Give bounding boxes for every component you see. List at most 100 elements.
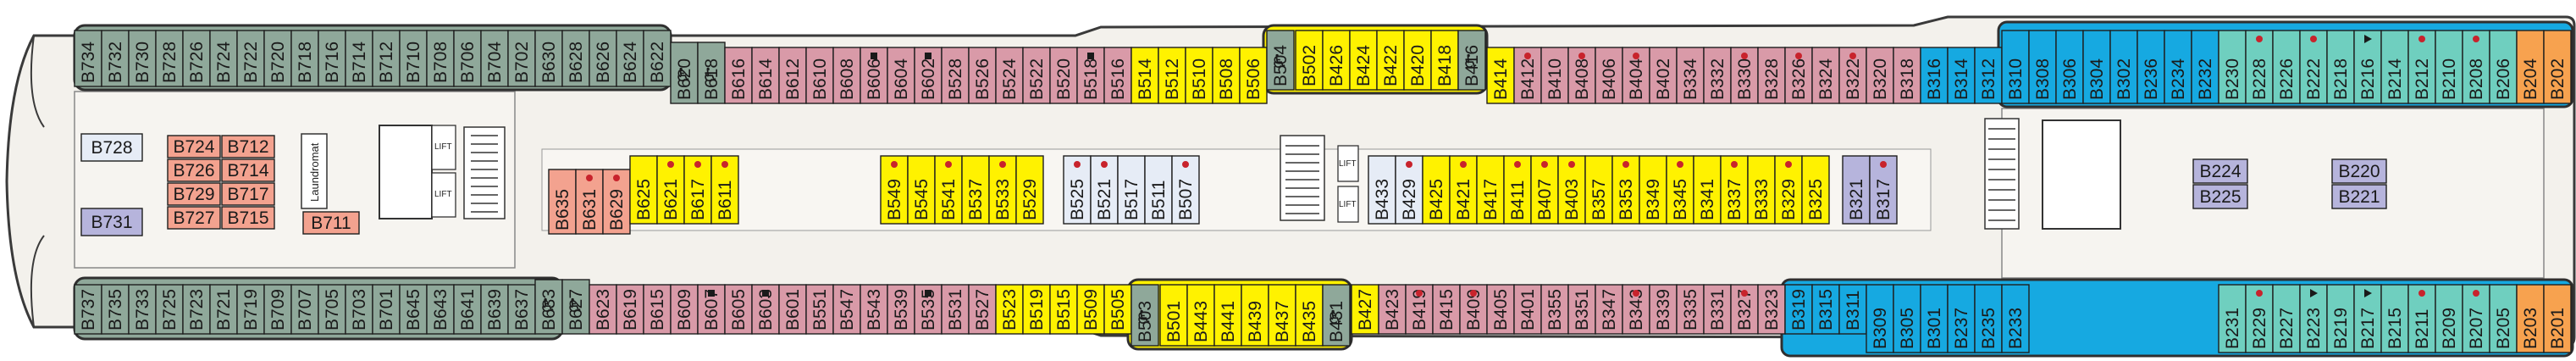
cabin-b421[interactable]: B421: [1449, 155, 1478, 225]
cabin-b326[interactable]: B326: [1784, 47, 1813, 104]
cabin-b631[interactable]: B631: [575, 169, 604, 235]
cabin-b539[interactable]: B539: [887, 284, 915, 335]
cabin-b506[interactable]: B506: [1239, 47, 1268, 104]
cabin-b528[interactable]: B528: [941, 47, 970, 104]
cabin-b523[interactable]: B523: [995, 284, 1024, 335]
cabin-b416[interactable]: B416♿: [1457, 30, 1486, 91]
cabin-b618[interactable]: B618♿: [697, 42, 726, 104]
cabin-b311[interactable]: B311: [1838, 284, 1867, 335]
cabin-b715[interactable]: B715: [221, 206, 275, 230]
cabin-b728[interactable]: B728: [155, 30, 184, 87]
cabin-b206[interactable]: B206: [2489, 30, 2518, 104]
cabin-b203[interactable]: B203: [2516, 284, 2545, 353]
cabin-b730[interactable]: B730: [128, 30, 157, 87]
cabin-b629[interactable]: B629: [602, 169, 631, 235]
cabin-b603[interactable]: B603: [751, 284, 780, 335]
cabin-b541[interactable]: B541: [934, 155, 963, 225]
cabin-b339[interactable]: B339: [1649, 284, 1678, 335]
cabin-b219[interactable]: B219: [2326, 284, 2355, 353]
cabin-b607[interactable]: B607: [697, 284, 726, 335]
cabin-b335[interactable]: B335: [1676, 284, 1705, 335]
cabin-b731[interactable]: B731: [80, 208, 143, 236]
cabin-b329[interactable]: B329: [1774, 155, 1803, 225]
cabin-b403[interactable]: B403: [1557, 155, 1586, 225]
cabin-b604[interactable]: B604: [887, 47, 915, 104]
cabin-b524[interactable]: B524: [995, 47, 1024, 104]
cabin-b733[interactable]: B733: [128, 284, 157, 335]
cabin-b728[interactable]: B728: [80, 133, 143, 162]
cabin-b427[interactable]: B427: [1351, 284, 1379, 335]
cabin-b402[interactable]: B402: [1649, 47, 1678, 104]
cabin-b735[interactable]: B735: [101, 284, 130, 335]
cabin-b641[interactable]: B641: [453, 284, 482, 335]
cabin-b226[interactable]: B226: [2272, 30, 2301, 104]
cabin-b711[interactable]: B711: [302, 211, 360, 235]
cabin-b431[interactable]: B431♿: [1322, 284, 1351, 347]
cabin-b218[interactable]: B218: [2326, 30, 2355, 104]
cabin-b302[interactable]: B302: [2109, 30, 2138, 104]
cabin-b414[interactable]: B414: [1486, 47, 1515, 104]
cabin-b522[interactable]: B522: [1022, 47, 1051, 104]
cabin-b734[interactable]: B734: [74, 30, 102, 87]
cabin-b531[interactable]: B531: [941, 284, 970, 335]
cabin-b331[interactable]: B331: [1703, 284, 1732, 335]
cabin-b422[interactable]: B422: [1376, 30, 1405, 91]
cabin-b639[interactable]: B639: [480, 284, 509, 335]
cabin-b706[interactable]: B706: [453, 30, 482, 87]
cabin-b443[interactable]: B443: [1186, 284, 1215, 347]
cabin-b533[interactable]: B533: [988, 155, 1017, 225]
cabin-b205[interactable]: B205: [2489, 284, 2518, 353]
cabin-b337[interactable]: B337: [1720, 155, 1749, 225]
cabin-b320[interactable]: B320: [1866, 47, 1894, 104]
cabin-b236[interactable]: B236: [2137, 30, 2165, 104]
cabin-b712[interactable]: B712: [372, 30, 401, 87]
cabin-b223[interactable]: B223: [2299, 284, 2328, 353]
cabin-b602[interactable]: B602: [914, 47, 943, 104]
cabin-b624[interactable]: B624: [616, 30, 644, 87]
cabin-b441[interactable]: B441: [1213, 284, 1242, 347]
cabin-b515[interactable]: B515: [1049, 284, 1078, 335]
cabin-b234[interactable]: B234: [2164, 30, 2192, 104]
cabin-b202[interactable]: B202: [2543, 30, 2572, 104]
cabin-b729[interactable]: B729: [167, 182, 221, 206]
cabin-b517[interactable]: B517: [1117, 155, 1146, 225]
cabin-b435[interactable]: B435: [1295, 284, 1324, 347]
cabin-b614[interactable]: B614: [751, 47, 780, 104]
cabin-b726[interactable]: B726: [182, 30, 211, 87]
cabin-b355[interactable]: B355: [1540, 284, 1569, 335]
cabin-b410[interactable]: B410: [1540, 47, 1569, 104]
cabin-b612[interactable]: B612: [778, 47, 807, 104]
cabin-b707[interactable]: B707: [290, 284, 319, 335]
cabin-b608[interactable]: B608: [832, 47, 861, 104]
cabin-b605[interactable]: B605: [724, 284, 753, 335]
cabin-b616[interactable]: B616: [724, 47, 753, 104]
cabin-b611[interactable]: B611: [710, 155, 739, 225]
cabin-b622[interactable]: B622: [643, 30, 672, 87]
cabin-b514[interactable]: B514: [1130, 47, 1159, 104]
cabin-b543[interactable]: B543: [860, 284, 888, 335]
cabin-b527[interactable]: B527: [968, 284, 997, 335]
cabin-b619[interactable]: B619: [616, 284, 644, 335]
cabin-b222[interactable]: B222: [2299, 30, 2328, 104]
cabin-b626[interactable]: B626: [589, 30, 617, 87]
cabin-b512[interactable]: B512: [1158, 47, 1186, 104]
cabin-b330[interactable]: B330: [1730, 47, 1759, 104]
cabin-b726[interactable]: B726: [167, 158, 221, 182]
cabin-b737[interactable]: B737: [74, 284, 102, 335]
cabin-b237[interactable]: B237: [1947, 284, 1976, 353]
cabin-b304[interactable]: B304: [2082, 30, 2111, 104]
cabin-b231[interactable]: B231: [2218, 284, 2247, 353]
cabin-b716[interactable]: B716: [318, 30, 346, 87]
cabin-b702[interactable]: B702: [507, 30, 536, 87]
cabin-b502[interactable]: B502: [1295, 30, 1324, 91]
cabin-b216[interactable]: B216: [2353, 30, 2382, 104]
cabin-b718[interactable]: B718: [290, 30, 319, 87]
cabin-b510[interactable]: B510: [1185, 47, 1213, 104]
cabin-b317[interactable]: B317: [1869, 155, 1898, 225]
cabin-b323[interactable]: B323: [1757, 284, 1786, 335]
cabin-b301[interactable]: B301: [1920, 284, 1949, 353]
cabin-b525[interactable]: B525: [1063, 155, 1092, 225]
cabin-b701[interactable]: B701: [372, 284, 401, 335]
cabin-b727[interactable]: B727: [167, 206, 221, 230]
cabin-b229[interactable]: B229: [2245, 284, 2274, 353]
